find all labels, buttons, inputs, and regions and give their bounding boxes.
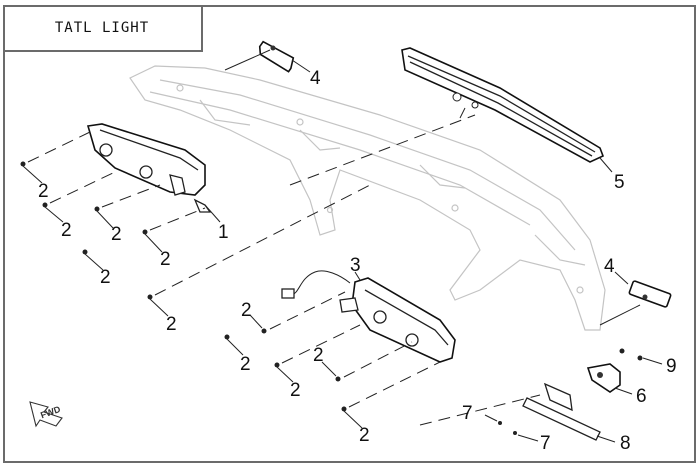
bolt [637, 355, 663, 365]
callout-2: 2 [241, 300, 252, 321]
bolt [619, 348, 625, 354]
reflector-top [258, 40, 295, 73]
screw [341, 361, 441, 429]
callout-2: 2 [160, 249, 171, 270]
screw [249, 291, 346, 334]
callout-2: 2 [100, 267, 111, 288]
callout-2: 2 [61, 220, 72, 241]
right-tail-light [281, 270, 456, 363]
license-plate-light [586, 363, 621, 393]
callout-2: 2 [166, 314, 177, 335]
callout-2: 2 [38, 181, 49, 202]
callout-2: 2 [240, 354, 251, 375]
screw [20, 131, 91, 184]
screws [20, 131, 663, 442]
callout-3: 3 [350, 255, 361, 276]
callout-2: 2 [290, 380, 301, 401]
callout-2: 2 [111, 224, 122, 245]
callout-6: 6 [636, 386, 647, 407]
nut [513, 431, 539, 442]
callout-2: 2 [313, 345, 324, 366]
callout-2: 2 [359, 425, 370, 446]
title-box: TATL LIGHT [3, 5, 203, 52]
callout-8: 8 [620, 433, 631, 454]
screw [42, 171, 116, 223]
diagram-frame [3, 5, 696, 463]
callout-9: 9 [666, 356, 677, 377]
screw [224, 334, 244, 356]
nut [484, 414, 502, 425]
license-plate-bracket [522, 382, 601, 441]
screw [147, 184, 371, 317]
screw [94, 184, 161, 229]
callout-5: 5 [614, 172, 625, 193]
reflector-right [628, 280, 672, 308]
callout-7: 7 [540, 433, 551, 454]
callout-4-right: 4 [604, 256, 615, 277]
screw [274, 324, 361, 383]
screw [142, 207, 206, 253]
left-tail-light [86, 123, 212, 213]
screw [321, 341, 413, 382]
callout-1: 1 [218, 222, 229, 243]
rear-frame-ghost [129, 65, 606, 331]
screw [82, 249, 104, 271]
callout-4-top: 4 [310, 68, 321, 89]
callout-7: 7 [462, 403, 473, 424]
brake-light [401, 47, 605, 163]
diagram-title: TATL LIGHT [54, 19, 150, 36]
fwd-arrow-icon [29, 401, 63, 428]
